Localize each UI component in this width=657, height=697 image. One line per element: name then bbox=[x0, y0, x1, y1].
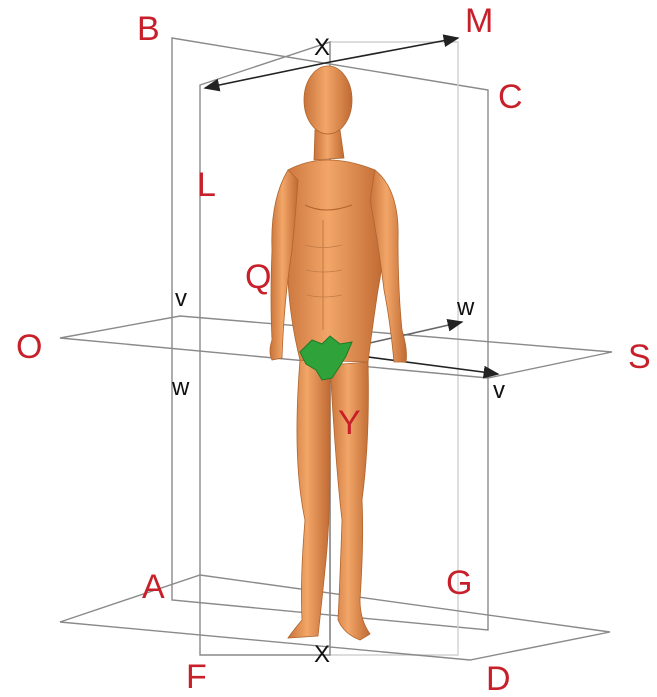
label-B: B bbox=[137, 10, 160, 48]
label-v-left: v bbox=[175, 285, 187, 312]
label-G: G bbox=[446, 564, 472, 602]
label-D: D bbox=[486, 660, 511, 697]
label-L: L bbox=[197, 166, 216, 204]
label-C: C bbox=[498, 78, 523, 116]
label-X-bottom: X bbox=[314, 641, 330, 668]
label-O: O bbox=[16, 328, 42, 366]
label-v-right: v bbox=[493, 377, 505, 404]
label-A: A bbox=[142, 568, 165, 606]
label-Y: Y bbox=[338, 404, 361, 442]
label-M: M bbox=[465, 2, 493, 40]
label-Q: Q bbox=[245, 258, 271, 296]
label-w-right: w bbox=[456, 294, 475, 321]
label-X-top: X bbox=[314, 34, 330, 61]
label-F: F bbox=[186, 658, 207, 696]
label-w-left: w bbox=[171, 374, 190, 401]
label-S: S bbox=[628, 338, 651, 376]
